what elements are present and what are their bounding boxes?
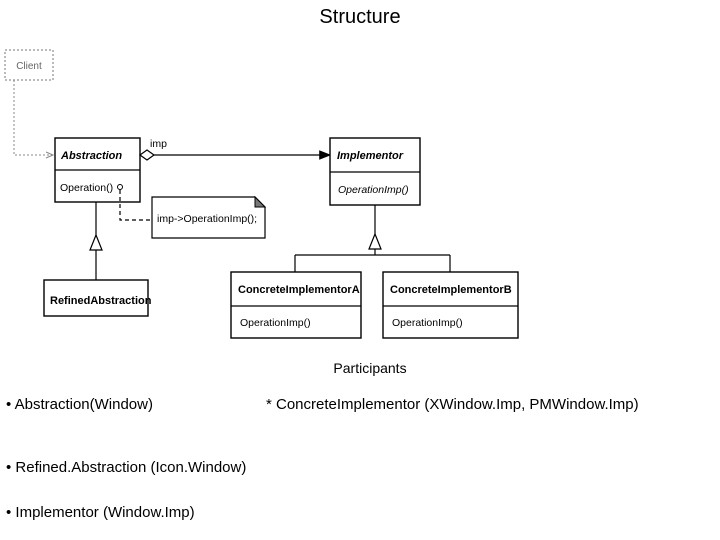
client-class: Client [4, 49, 54, 81]
abstraction-class: Abstraction Operation() [54, 137, 141, 203]
concrete-implementor-b-name: ConcreteImplementorB [390, 284, 512, 296]
note-text: imp->OperationImp(); [157, 213, 257, 225]
implementor-inheritance-triangle [368, 232, 382, 250]
concrete-implementor-b-class: ConcreteImplementorB OperationImp() [382, 271, 519, 339]
uml-structure-diagram: Client Abstraction Operation() imp imp->… [4, 49, 519, 339]
note-connector [119, 190, 152, 221]
implementor-operation: OperationImp() [338, 184, 409, 196]
participant-item: • Abstraction(Window) [6, 396, 153, 413]
refined-inheritance-triangle [89, 233, 103, 251]
association-label: imp [150, 138, 167, 150]
client-dependency-line [13, 80, 52, 156]
participants-heading: Participants [333, 360, 407, 376]
concrete-implementor-a-name: ConcreteImplementorA [238, 284, 360, 296]
participant-item: * ConcreteImplementor (XWindow.Imp, PMWi… [266, 396, 639, 413]
page-title: Structure [319, 6, 401, 28]
abstraction-name: Abstraction [60, 150, 122, 162]
refined-abstraction-name: RefinedAbstraction [50, 295, 152, 307]
abstraction-operation: Operation() [60, 182, 113, 194]
implementor-name: Implementor [337, 150, 404, 162]
client-dependency-arrowhead [45, 151, 55, 159]
concrete-implementor-a-class: ConcreteImplementorA OperationImp() [230, 271, 362, 339]
participant-item: • Refined.Abstraction (Icon.Window) [6, 459, 247, 476]
aggregation-diamond [138, 149, 156, 161]
implementor-class: Implementor OperationImp() [329, 137, 421, 206]
implementation-note: imp->OperationImp(); [151, 195, 267, 239]
client-label: Client [16, 61, 42, 72]
concrete-implementor-a-operation: OperationImp() [240, 317, 311, 329]
participant-item: • Implementor (Window.Imp) [6, 504, 195, 521]
concrete-implementor-b-operation: OperationImp() [392, 317, 463, 329]
refined-abstraction-class: RefinedAbstraction [43, 279, 152, 317]
